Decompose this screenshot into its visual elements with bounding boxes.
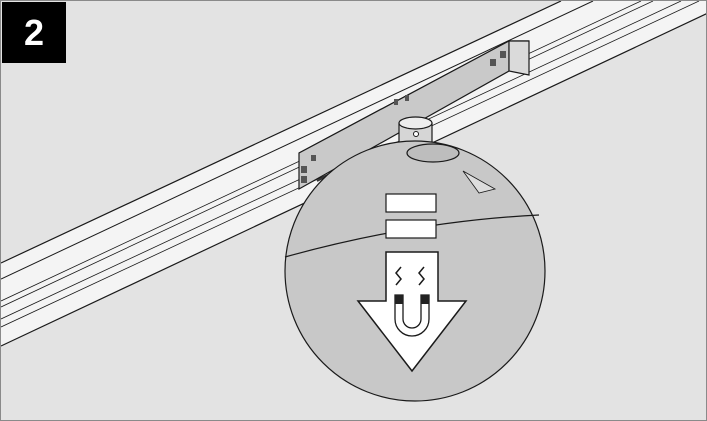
adapter-contact-4 xyxy=(301,176,307,183)
step-number-badge: 2 xyxy=(2,2,66,63)
adapter-end-face xyxy=(508,40,530,76)
track-adapter xyxy=(298,40,530,191)
indicator-bar-top xyxy=(385,193,437,213)
stem-screw xyxy=(413,131,419,137)
magnet-body xyxy=(394,294,430,337)
stem-top xyxy=(398,116,433,130)
horseshoe-magnet-icon xyxy=(394,266,430,337)
adapter-slot-1 xyxy=(394,99,398,105)
step-number: 2 xyxy=(23,12,45,53)
adapter-slot-2 xyxy=(405,95,409,101)
track-edge-top xyxy=(1,1,562,264)
magnet-field-right xyxy=(418,266,425,286)
down-arrow xyxy=(356,251,468,373)
magnet-pole-left xyxy=(395,295,403,304)
release-indicator xyxy=(385,193,437,239)
magnet-pole-right xyxy=(421,295,429,304)
magnet-field-left xyxy=(395,266,402,286)
adapter-contact-5 xyxy=(311,155,316,161)
arrow-shape xyxy=(356,251,468,373)
adapter-contact-1 xyxy=(490,59,496,66)
adapter-contact-2 xyxy=(500,51,506,58)
adapter-contact-3 xyxy=(301,166,307,173)
sphere-cap xyxy=(406,143,460,163)
indicator-bar-bottom xyxy=(385,219,437,239)
sphere-highlight xyxy=(462,170,497,194)
track-edge-upper xyxy=(1,1,594,280)
